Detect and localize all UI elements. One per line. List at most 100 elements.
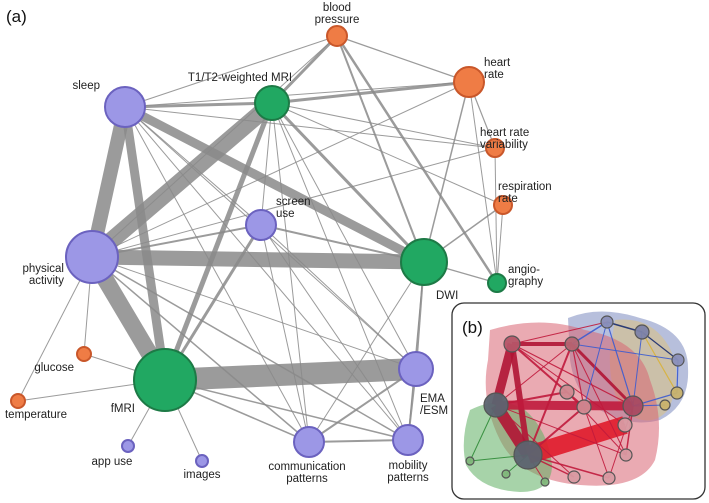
inset-node [559, 384, 575, 400]
edge-screen-dwi [260, 224, 425, 263]
label-line: EMA [420, 393, 445, 405]
inset-node [540, 477, 550, 487]
edge-respiration-t1t2 [271, 102, 504, 206]
node-fmri [133, 348, 197, 412]
label-fmri: fMRI [111, 403, 135, 415]
inset-edge [511, 343, 626, 426]
inset-edge [495, 343, 573, 406]
label-line: respiration [498, 181, 552, 193]
inset-node [659, 399, 671, 411]
panel-a-nodes [10, 25, 513, 468]
node-glucose [76, 346, 92, 362]
inset-node [465, 456, 475, 466]
edge-blood_pressure-physical [91, 35, 338, 258]
label-glucose: glucose [34, 362, 74, 374]
label-line: pressure [315, 14, 360, 26]
label-line: sleep [73, 80, 101, 92]
edge-physical-screen [91, 224, 262, 258]
edge-ema-comm [308, 368, 417, 443]
inset-node [600, 315, 614, 329]
edge-t1t2-mobility [271, 102, 409, 441]
inset-edge [632, 331, 643, 407]
edge-respiration-angiography [496, 204, 504, 284]
label-t1t2: T1/T2-weighted MRI [188, 72, 292, 84]
label-line: physical [22, 263, 64, 275]
edge-sleep-ema [124, 106, 417, 370]
edge-hrv-angiography [494, 147, 498, 284]
label-line: rate [498, 193, 518, 205]
node-appuse [121, 439, 135, 453]
edge-blood_pressure-sleep [124, 35, 338, 108]
inset-edge [606, 321, 634, 407]
inset-node [670, 386, 684, 400]
node-t1t2 [254, 85, 290, 121]
label-line: patterns [286, 473, 328, 485]
inset-edge [571, 343, 585, 408]
edge-physical-hrv [91, 147, 496, 258]
inset-node [634, 324, 650, 340]
node-comm [293, 426, 325, 458]
inset-edge [641, 331, 679, 361]
inset-node [617, 417, 633, 433]
edge-t1t2-dwi [270, 101, 426, 264]
edge-dwi-comm [308, 261, 425, 443]
inset-node [503, 335, 521, 353]
inset-edge [495, 400, 634, 411]
panel-b-nodes [465, 315, 685, 487]
inset-node [619, 448, 633, 462]
edge-screen-mobility [260, 224, 409, 441]
edge-comm-mobility [308, 439, 409, 443]
edge-screen-comm [260, 224, 310, 443]
label-line: heart rate [480, 127, 529, 139]
node-temperature [10, 393, 26, 409]
edge-sleep-dwi [122, 103, 427, 266]
edge-t1t2-comm [271, 102, 310, 443]
node-sleep [104, 86, 146, 128]
edge-screen-ema [260, 224, 417, 370]
edge-sleep-mobility [124, 106, 409, 441]
label-line: heart [484, 57, 511, 69]
node-dwi [400, 238, 448, 286]
inset-edge [570, 342, 635, 408]
edge-physical-mobility [91, 256, 409, 441]
edge-heart_rate-angiography [468, 81, 498, 284]
inset-edge [583, 321, 608, 408]
inset-node [671, 353, 685, 367]
label-line: graphy [508, 276, 543, 288]
label-line: communication [268, 461, 345, 473]
label-line: glucose [34, 362, 74, 374]
inset-edge [641, 331, 678, 394]
node-respiration [493, 195, 513, 215]
label-ema: EMA/ESM [420, 393, 448, 417]
inset-node [567, 470, 581, 484]
edge-heart_rate-sleep [124, 81, 470, 108]
edge-sleep-fmri [120, 106, 170, 381]
node-heart_rate [453, 66, 485, 98]
node-hrv [485, 138, 505, 158]
edge-sleep-comm [124, 106, 310, 443]
label-line: DWI [436, 290, 458, 302]
inset-edge [608, 405, 634, 479]
panel-b-inset: (b) [451, 302, 706, 500]
label-appuse: app use [92, 456, 133, 468]
label-line: angio- [508, 264, 540, 276]
label-dwi: DWI [436, 290, 458, 302]
node-screen [245, 209, 277, 241]
edge-physical-t1t2 [86, 96, 278, 264]
label-images: images [183, 469, 220, 481]
edge-dwi-heart_rate [423, 81, 470, 263]
label-line: rate [484, 69, 504, 81]
node-images [195, 454, 209, 468]
inset-edge [571, 343, 627, 456]
edge-sleep-hrv [124, 106, 496, 149]
label-line: T1/T2-weighted MRI [188, 72, 292, 84]
inset-edge [495, 404, 575, 478]
inset-edge [566, 391, 627, 456]
label-angiography: angio-graphy [508, 264, 543, 288]
inset-node [576, 399, 592, 415]
label-line: app use [92, 456, 133, 468]
